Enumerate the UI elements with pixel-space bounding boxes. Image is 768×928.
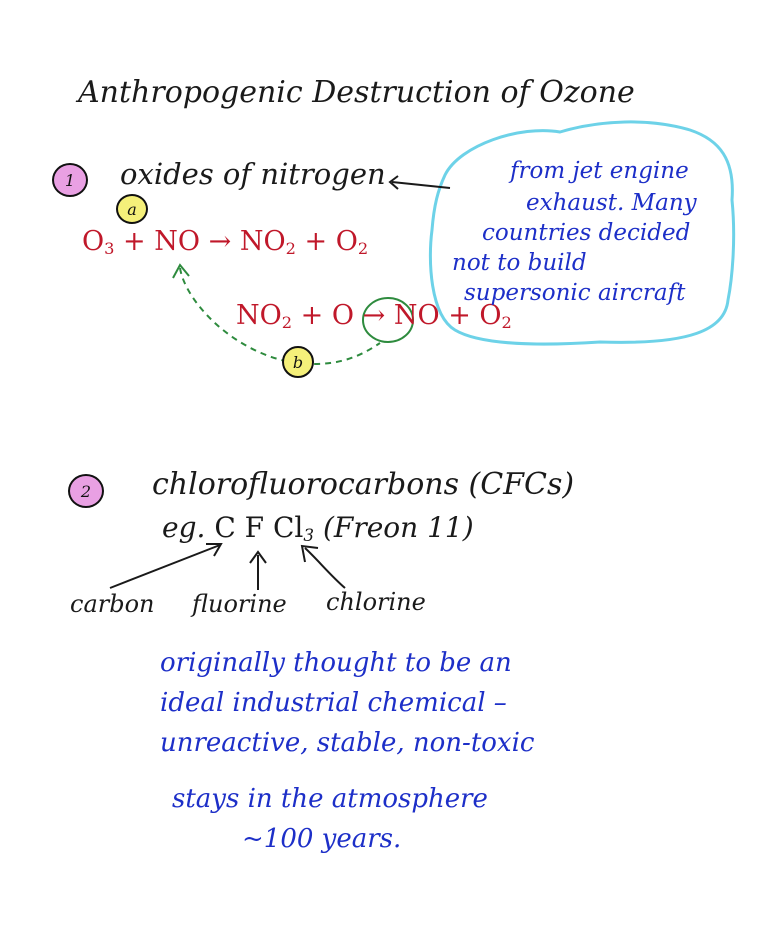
label-chlorine: chlorine	[326, 588, 426, 616]
note-line-5: supersonic aircraft	[464, 280, 686, 306]
cfc-example: eg. C F Cl3 (Freon 11)	[162, 514, 474, 544]
reaction-a-arrow: →	[208, 226, 232, 257]
note-line-2: exhaust. Many	[526, 190, 697, 216]
reaction-a: O3 + NO → NO2 + O2	[82, 228, 368, 257]
note-line-4: not to build	[452, 250, 587, 276]
recycle-arrow-head	[172, 263, 190, 279]
example-cl: Cl	[273, 511, 304, 544]
note-line-1: from jet engine	[510, 158, 689, 184]
section-1-number: 1	[64, 170, 76, 190]
reaction-b-plus-o: + O	[300, 300, 355, 331]
reaction-b-o2-sub: 2	[501, 313, 512, 333]
cfc-note-1: originally thought to be an	[160, 648, 512, 678]
note-pointer-head	[388, 175, 399, 190]
example-f: F	[244, 511, 265, 544]
chlorine-arrow	[304, 547, 346, 589]
reaction-a-no2: NO	[239, 226, 286, 257]
reaction-b-no: NO	[393, 300, 440, 331]
note-pointer-line	[391, 181, 451, 189]
reaction-b: NO2 + O → NO + O2	[236, 302, 512, 331]
label-a-badge: a	[116, 194, 148, 224]
chlorine-arrow-head	[300, 544, 319, 563]
reaction-a-o3-sub: 3	[104, 239, 115, 259]
carbon-arrow	[109, 544, 221, 589]
reaction-b-no2-sub: 2	[281, 313, 293, 333]
label-b-badge: b	[282, 346, 314, 378]
page-title: Anthropogenic Destruction of Ozone	[78, 75, 635, 110]
label-carbon: carbon	[70, 590, 155, 618]
note-cloud-outline	[428, 120, 736, 346]
example-cl-sub: 3	[303, 525, 315, 546]
cfc-note-5: ~100 years.	[242, 824, 402, 854]
reaction-b-no2: NO	[236, 300, 282, 331]
carbon-arrow-head	[206, 543, 223, 557]
example-c: C	[214, 511, 236, 544]
example-freon: (Freon 11)	[322, 511, 474, 544]
reaction-b-arrow: →	[362, 300, 386, 331]
cfc-note-4: stays in the atmosphere	[172, 784, 488, 814]
cfc-note-2: ideal industrial chemical –	[160, 688, 507, 718]
label-a: a	[127, 199, 137, 219]
section-2-number: 2	[80, 481, 92, 501]
cfc-note-3: unreactive, stable, non-toxic	[160, 728, 535, 758]
section-1-heading: oxides of nitrogen	[120, 157, 386, 191]
reaction-a-no2-sub: 2	[285, 239, 296, 259]
label-fluorine: fluorine	[192, 590, 287, 618]
no-circle	[362, 297, 414, 343]
reaction-a-o3: O	[82, 226, 105, 257]
label-b: b	[292, 352, 304, 372]
reaction-a-o2-sub: 2	[357, 239, 369, 259]
fluorine-arrow-head	[249, 550, 267, 564]
section-1-badge: 1	[52, 163, 88, 197]
section-2-heading: chlorofluorocarbons (CFCs)	[152, 467, 575, 502]
note-line-3: countries decided	[482, 220, 691, 246]
section-2-badge: 2	[68, 474, 104, 508]
example-eg: eg.	[162, 511, 206, 544]
reaction-a-plus-o2: + O	[304, 226, 358, 257]
reaction-b-plus-o2: + O	[448, 300, 502, 331]
reaction-a-plus-no: + NO	[123, 226, 201, 257]
